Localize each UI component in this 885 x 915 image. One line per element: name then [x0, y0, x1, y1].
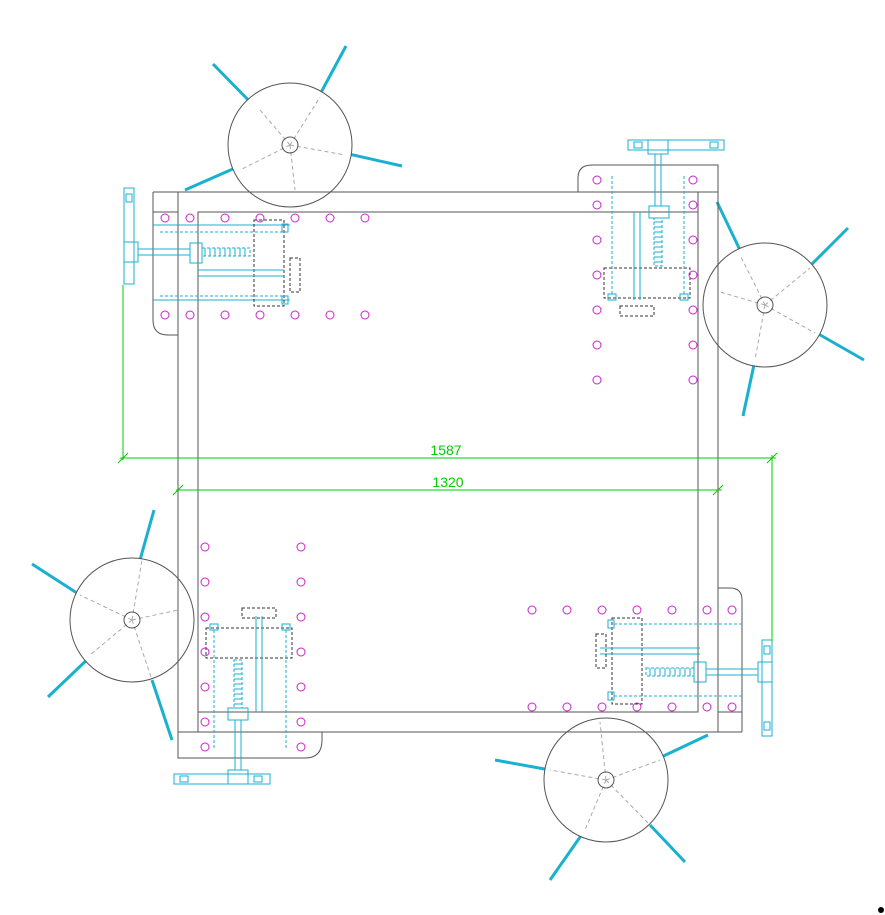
dimension-overall: 1587	[117, 285, 778, 642]
corner-plate-top-right	[577, 164, 719, 192]
caster-wheel-top-left	[184, 45, 403, 208]
dimension-inner-label: 1320	[432, 474, 463, 490]
main-frame	[152, 191, 743, 733]
corner-plate-top-left	[152, 212, 290, 336]
clamp-bottom-left	[173, 607, 293, 785]
clamp-top-right	[603, 139, 725, 317]
caster-wheel-top-right	[702, 201, 865, 417]
bolt-holes-top-right	[592, 175, 698, 385]
clamp-bottom-right	[595, 617, 773, 737]
corner-plate-bottom-left	[177, 732, 323, 759]
bolt-holes-top-left	[160, 213, 370, 320]
corner-marker	[878, 907, 884, 913]
corner-plate-bottom-right	[718, 587, 743, 712]
clamp-top-left	[123, 187, 301, 307]
caster-wheel-bottom-left	[31, 509, 195, 741]
bolt-holes-bottom-right	[527, 605, 737, 712]
bolt-holes-bottom-left	[200, 542, 306, 752]
dimension-inner: 1320	[172, 474, 724, 496]
caster-wheel-bottom-right	[494, 717, 709, 881]
dimension-overall-label: 1587	[430, 442, 461, 458]
